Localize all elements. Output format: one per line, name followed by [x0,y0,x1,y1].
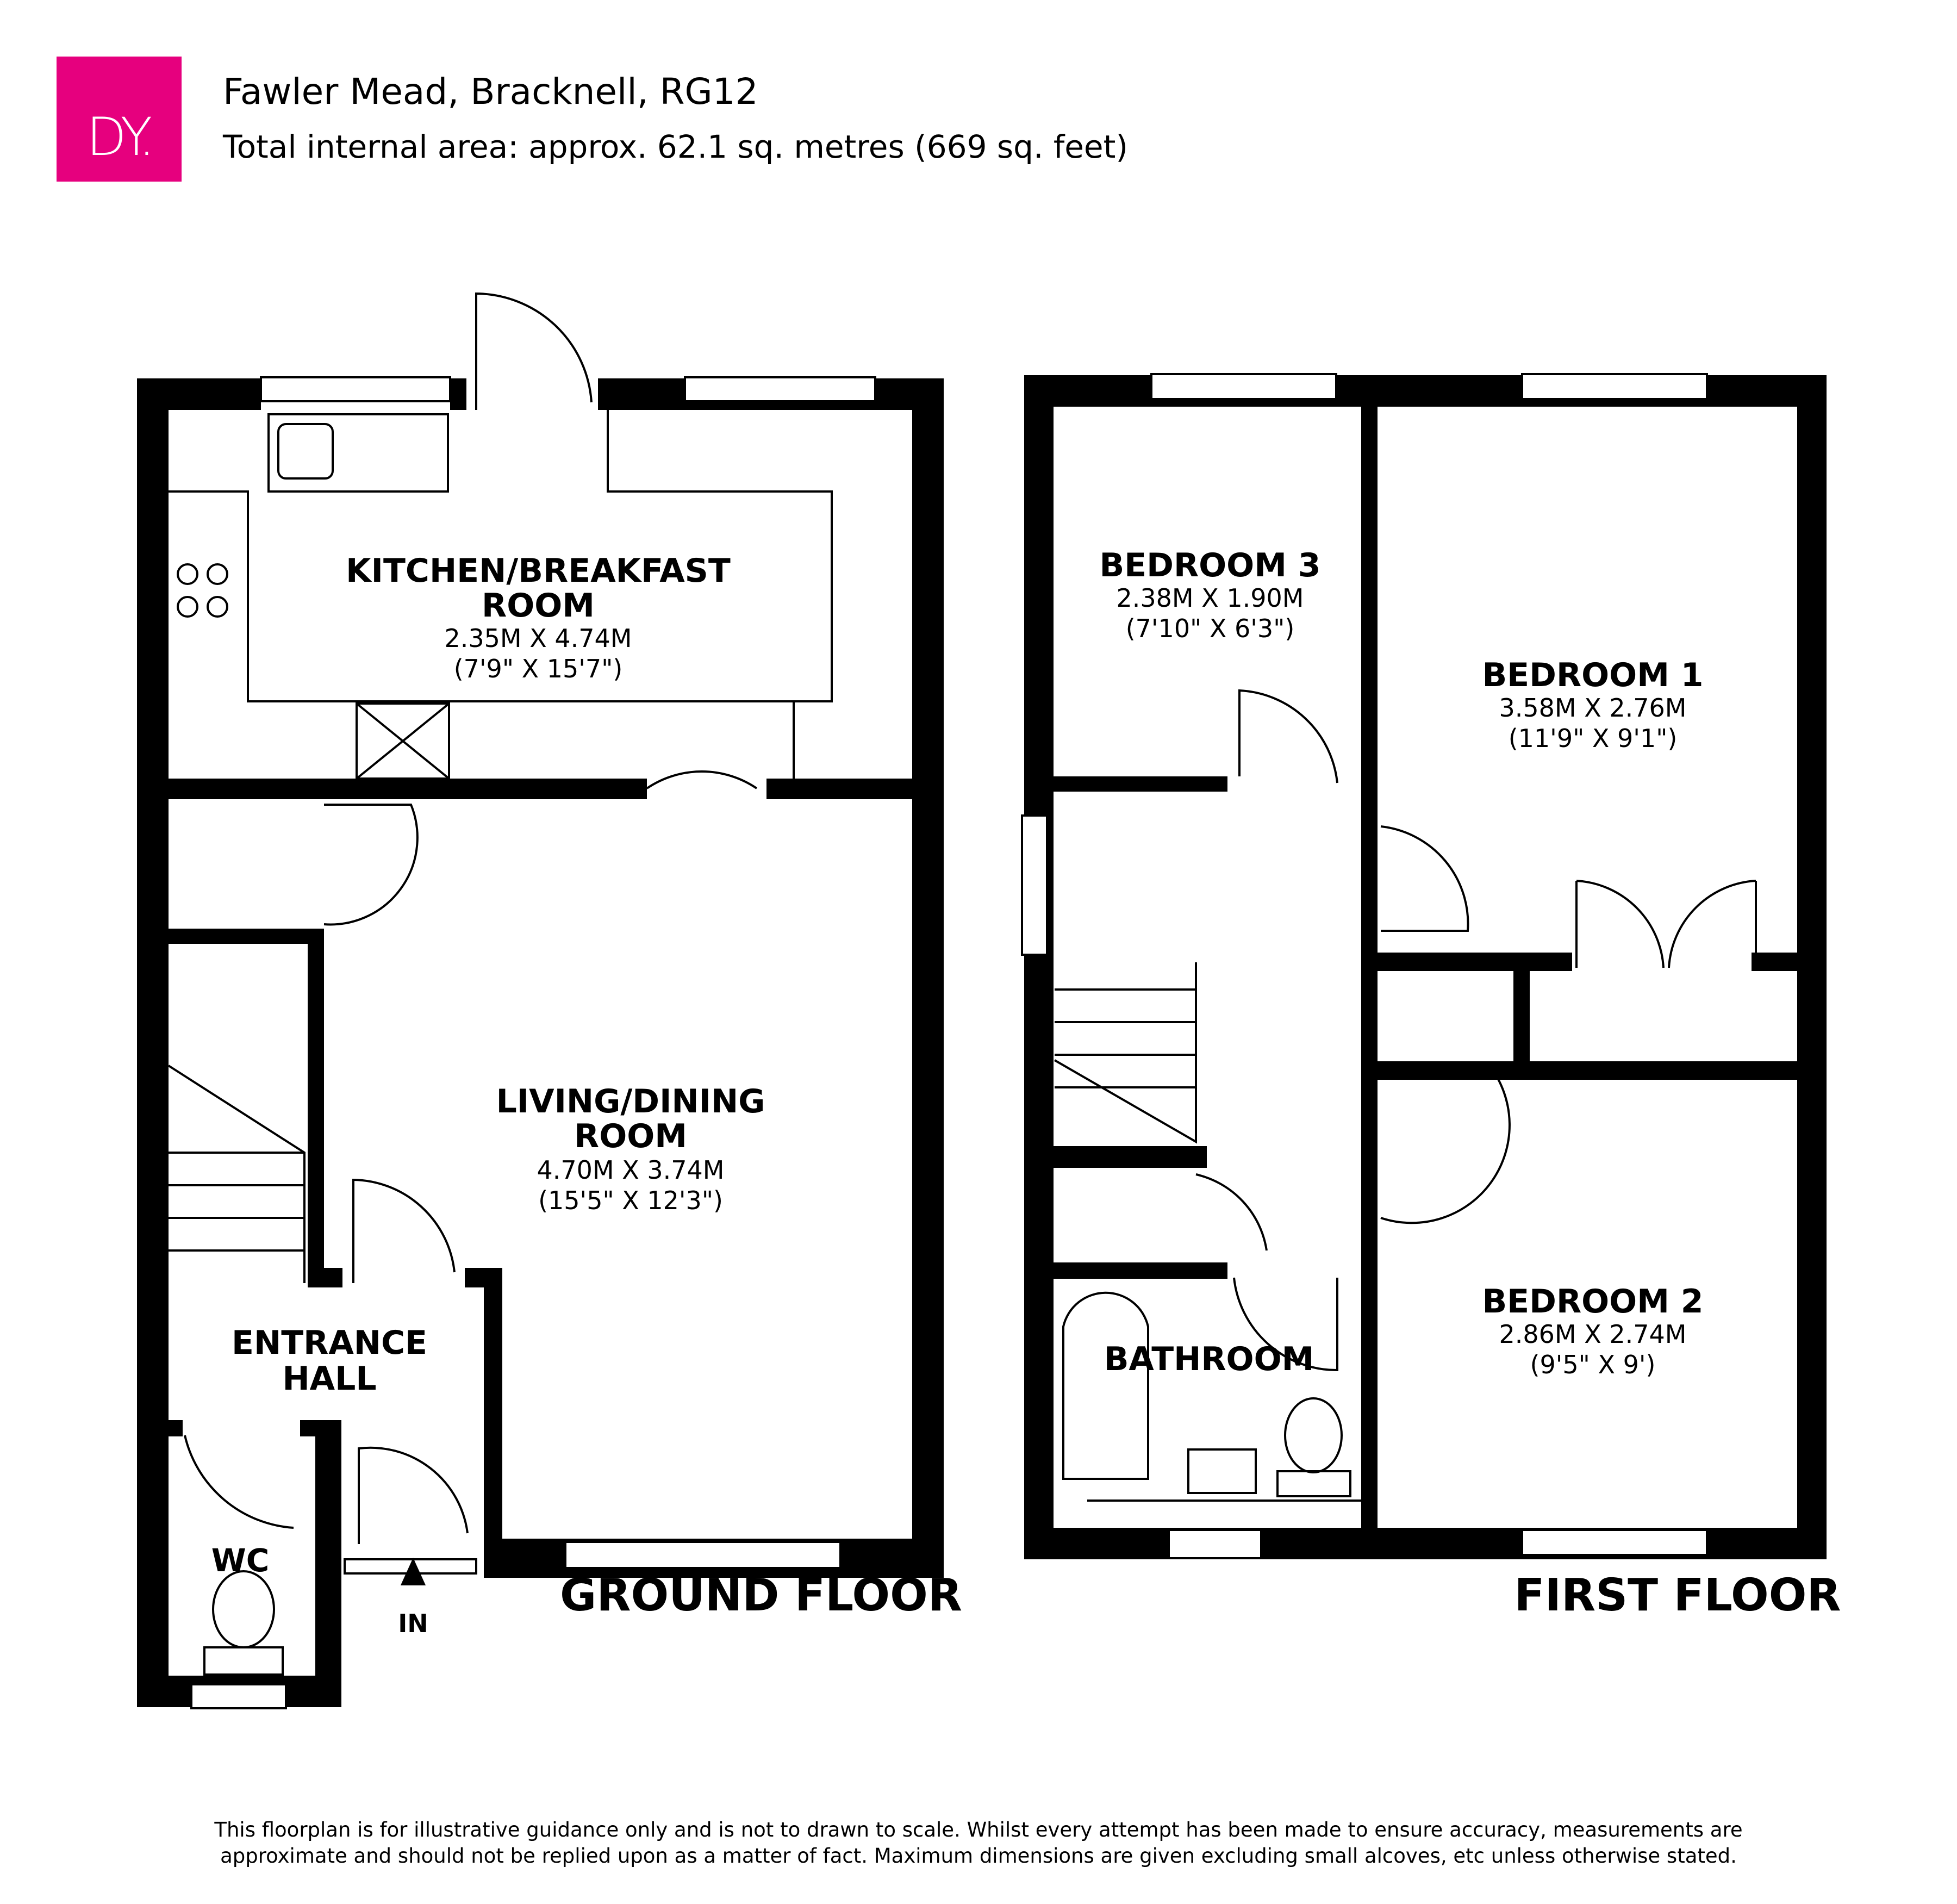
kitchen-name-line1: KITCHEN/BREAKFAST [346,552,731,590]
ground-floor-label: GROUND FLOOR [560,1570,962,1621]
bedroom2-metric: 2.86M X 2.74M [1499,1320,1687,1349]
living-imperial: (15'5" X 12'3") [538,1186,723,1215]
bathroom-name: BATHROOM [1104,1340,1314,1378]
wc-name: WC [211,1542,270,1579]
first-floor-label: FIRST FLOOR [1514,1570,1841,1621]
bedroom3-metric: 2.38M X 1.90M [1117,583,1304,613]
entrance-marker: IN [398,1609,428,1638]
property-title: Fawler Mead, Bracknell, RG12 [223,71,758,113]
total-area: Total internal area: approx. 62.1 sq. me… [223,128,1128,165]
windows [190,373,1708,1709]
living-metric: 4.70M X 3.74M [537,1155,725,1185]
kitchen-metric: 2.35M X 4.74M [445,624,632,653]
kitchen-imperial: (7'9" X 15'7") [454,654,623,683]
fixtures [167,292,1757,1676]
entrance-name-line1: ENTRANCE [232,1324,427,1362]
brand-logo: DY. [57,57,182,182]
bedroom1-imperial: (11'9" X 9'1") [1509,724,1678,753]
kitchen-name-line2: ROOM [482,587,595,625]
living-name-line1: LIVING/DINING [496,1082,765,1121]
bedroom2-imperial: (9'5" X 9') [1530,1350,1656,1379]
bedroom2-name: BEDROOM 2 [1482,1283,1703,1321]
bedroom1-metric: 3.58M X 2.76M [1499,693,1687,723]
disclaimer-line1: This floorplan is for illustrative guida… [214,1818,1743,1841]
living-name-line2: ROOM [574,1117,687,1155]
bedroom1-name: BEDROOM 1 [1482,656,1703,694]
ground-floor-walls [137,378,944,1707]
bedroom3-imperial: (7'10" X 6'3") [1126,614,1295,643]
entrance-name-line2: HALL [282,1360,376,1398]
brand-logo-text: DY. [86,107,155,167]
disclaimer-line2: approximate and should not be replied up… [220,1844,1737,1868]
bedroom3-name: BEDROOM 3 [1099,546,1320,584]
